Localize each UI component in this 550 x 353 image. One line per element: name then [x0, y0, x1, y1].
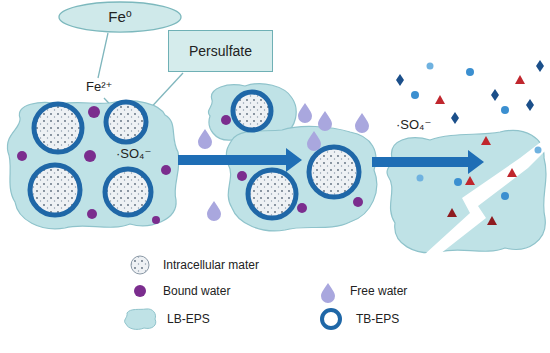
free-water-drop: [307, 131, 321, 151]
broken-floc: [387, 130, 546, 254]
legend-sample: [131, 256, 149, 274]
legend-item: Intracellular mater: [163, 257, 259, 273]
sludge-floc: [7, 101, 179, 229]
legend-item: Free water: [350, 283, 407, 299]
fragment: [481, 136, 491, 145]
legend-sample: [321, 283, 335, 303]
process-arrow: [372, 150, 484, 174]
cell: [30, 102, 151, 215]
legend-sample: [125, 256, 340, 329]
free-water-drop: [355, 113, 369, 133]
process-arrow: [178, 148, 484, 174]
fragment: [507, 168, 517, 177]
bound-water-dot: [84, 150, 96, 162]
bound-water-dot: [353, 197, 363, 207]
node-text: Persulfate: [189, 43, 252, 60]
bound-water-dot: [152, 216, 160, 224]
fragment: [515, 75, 525, 84]
bound-water-dot: [237, 171, 247, 181]
bound-water-dot: [161, 165, 171, 175]
fragment: [465, 176, 475, 185]
ion-label: Fe²⁺: [86, 79, 112, 95]
bound-water-dot: [88, 106, 100, 118]
bound-water-dot: [297, 203, 307, 213]
legend-sample: [125, 309, 156, 330]
fragment: [501, 192, 509, 200]
fragment: [427, 63, 434, 70]
fragment: [454, 178, 462, 186]
fragment: [535, 147, 542, 154]
bound-water-dot: [17, 151, 27, 161]
reagent-ellipse: Fe⁰: [58, 1, 182, 33]
bound-water-dot: [221, 115, 231, 125]
free-water-drop: [198, 129, 212, 149]
sludge-floc: [7, 101, 179, 229]
free-water-drop: [318, 111, 332, 131]
fragment: [487, 216, 497, 225]
broken-floc: [387, 130, 546, 252]
legend-item: LB-EPS: [167, 311, 210, 327]
bound-water-dot: [87, 209, 97, 219]
node-text: Fe⁰: [108, 8, 132, 26]
fragment: [451, 112, 459, 124]
cell: [248, 170, 296, 218]
legend-text: LB-EPS: [167, 312, 210, 326]
legend-sample: [134, 285, 146, 297]
cell: [309, 147, 359, 197]
fragment: [396, 74, 404, 86]
free-water-drop: [207, 201, 221, 221]
legend-sample: [322, 310, 340, 328]
fragment: [466, 68, 474, 76]
cell: [233, 92, 271, 130]
fragment: [396, 60, 544, 225]
bound-water-dot: [17, 106, 171, 224]
broken-floc: [425, 138, 546, 254]
fragment: [411, 91, 419, 99]
fragment: [491, 89, 499, 101]
ellipse-outline: [59, 2, 181, 32]
legend-text: TB-EPS: [356, 312, 399, 326]
cell: [105, 169, 151, 215]
cell: [34, 104, 82, 152]
legend-item: Bound water: [163, 283, 230, 299]
fragment: [536, 60, 544, 72]
cell: [106, 102, 146, 142]
sludge-floc: [226, 126, 376, 231]
free-water-drop: [298, 103, 312, 123]
radical-label: ·SO₄⁻: [396, 117, 431, 133]
cell: [30, 165, 80, 215]
reaction-line: [98, 33, 108, 78]
fragment: [447, 208, 457, 217]
fragment: [435, 95, 445, 104]
reagent-box: Persulfate: [168, 30, 273, 72]
fragment: [417, 175, 424, 182]
fragment: [526, 99, 534, 111]
process-arrow: [178, 148, 302, 172]
legend-item: TB-EPS: [356, 311, 399, 327]
radical-label: ·SO₄⁻: [116, 146, 151, 162]
legend-text: Bound water: [163, 284, 230, 298]
legend-text: Free water: [350, 284, 407, 298]
legend-text: Intracellular mater: [163, 258, 259, 272]
fragment: [501, 106, 509, 114]
